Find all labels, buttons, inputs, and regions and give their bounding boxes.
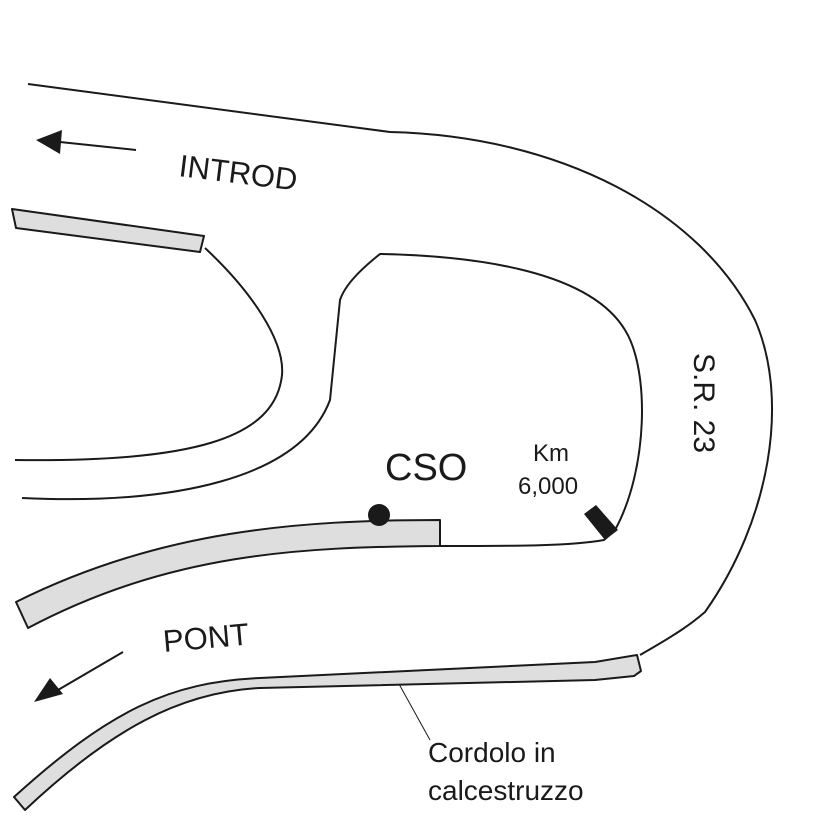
outer-road-edge <box>27 83 774 656</box>
curb-leader-line <box>398 683 431 741</box>
lower-curb <box>13 654 642 811</box>
pont-arrow-icon <box>34 651 124 702</box>
km-value: 6,000 <box>518 473 578 500</box>
introd-label: INTROD <box>177 148 299 197</box>
upper-branch-edge <box>14 247 284 462</box>
curb-note-line2: calcestruzzo <box>428 775 584 806</box>
middle-curb <box>15 519 441 629</box>
road-name-label: S.R. 23 <box>687 353 720 453</box>
km-label: Km <box>533 440 569 467</box>
cso-marker-icon <box>368 504 390 526</box>
km-marker-icon <box>584 505 618 540</box>
curb-note-line1: Cordolo in <box>428 737 556 768</box>
pont-label: PONT <box>162 617 251 659</box>
inner-island-edge <box>21 253 643 547</box>
introd-arrow-icon <box>36 130 137 154</box>
cso-label: CSO <box>385 447 467 489</box>
upper-curb <box>11 208 205 253</box>
